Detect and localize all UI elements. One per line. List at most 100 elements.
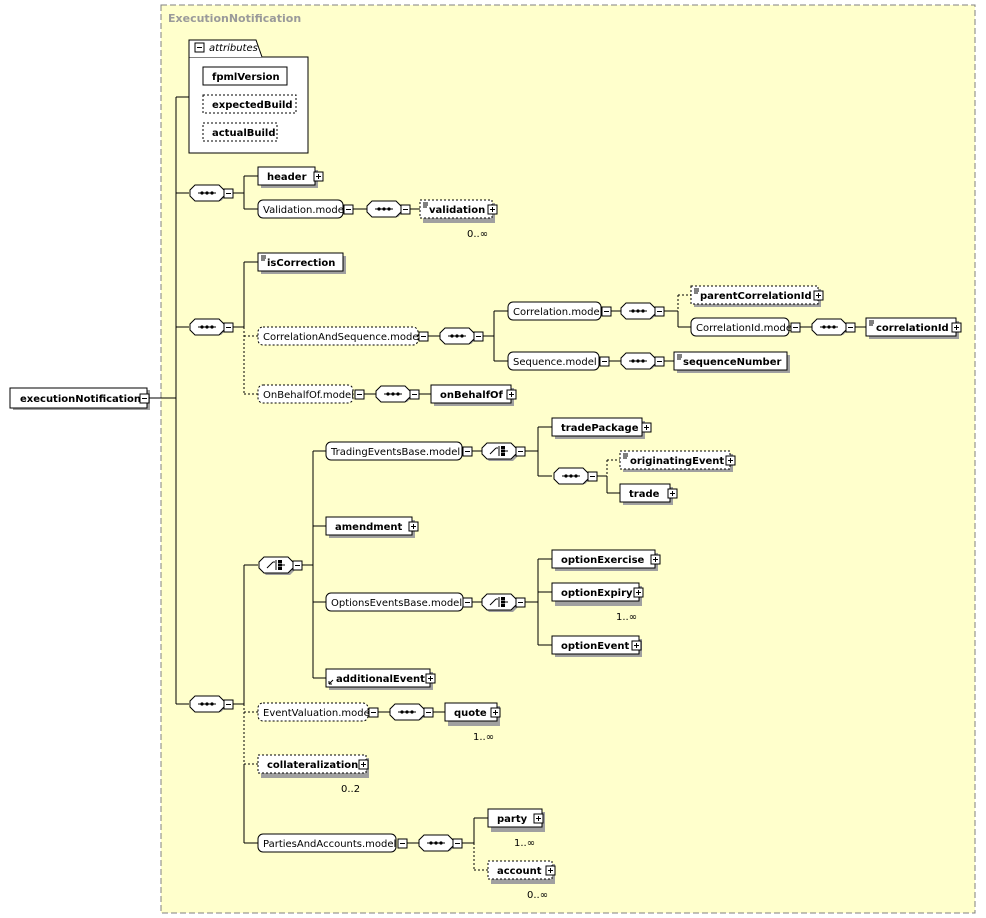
svg-text:trade: trade — [629, 489, 660, 500]
sequence-icon — [439, 327, 476, 345]
collapse-icon[interactable] — [400, 204, 411, 215]
svg-text:account: account — [497, 866, 542, 877]
cardinality: 0..∞ — [527, 890, 548, 901]
collapse-icon[interactable] — [368, 707, 379, 718]
collapse-icon[interactable] — [292, 560, 303, 571]
collapse-icon[interactable] — [473, 331, 484, 342]
collapse-icon[interactable] — [654, 306, 665, 317]
group-tradingeventsbase-model — [325, 441, 463, 461]
svg-text:CorrelationId.model: CorrelationId.model — [696, 323, 795, 334]
svg-text:EventValuation.model: EventValuation.model — [263, 708, 373, 719]
svg-text:party: party — [497, 814, 528, 825]
expand-icon[interactable] — [425, 673, 436, 684]
svg-text:additionalEvent: additionalEvent — [336, 674, 425, 685]
collapse-icon[interactable] — [515, 446, 526, 457]
expand-icon[interactable] — [408, 521, 419, 532]
expand-icon[interactable] — [951, 322, 962, 333]
attribute-label: expectedBuild — [212, 100, 293, 111]
sequence-icon — [620, 352, 657, 370]
collapse-icon[interactable] — [423, 707, 434, 718]
svg-text:Sequence.model: Sequence.model — [513, 357, 597, 368]
collapse-icon[interactable] — [462, 597, 473, 608]
sequence-icon — [389, 703, 426, 721]
expand-icon[interactable] — [633, 587, 644, 598]
sequence-icon — [811, 318, 848, 336]
expand-icon[interactable] — [813, 290, 824, 301]
svg-text:optionEvent: optionEvent — [561, 641, 629, 652]
attribute-label: actualBuild — [212, 128, 276, 139]
attributes-header: attributes — [209, 43, 258, 54]
element-originatingevent — [619, 450, 731, 470]
cardinality: 0..∞ — [467, 229, 488, 240]
svg-text:onBehalfOf: onBehalfOf — [440, 390, 504, 401]
root-collapse-icon[interactable] — [139, 393, 150, 404]
svg-text:PartiesAndAccounts.model: PartiesAndAccounts.model — [263, 839, 396, 850]
svg-text:amendment: amendment — [335, 522, 403, 533]
svg-text:sequenceNumber: sequenceNumber — [683, 357, 781, 368]
expand-icon[interactable] — [641, 422, 652, 433]
svg-text:OnBehalfOf.model: OnBehalfOf.model — [263, 390, 354, 401]
expand-icon[interactable] — [533, 813, 544, 824]
cardinality: 1..∞ — [473, 732, 494, 743]
sequence-icon — [366, 200, 403, 218]
collapse-icon[interactable] — [599, 356, 610, 367]
collapse-icon[interactable] — [790, 322, 801, 333]
svg-text:isCorrection: isCorrection — [267, 258, 335, 269]
svg-text:collateralization: collateralization — [267, 760, 358, 771]
choice-icon — [481, 442, 519, 462]
expand-icon[interactable] — [313, 171, 324, 182]
collapse-icon[interactable] — [223, 699, 234, 710]
expand-icon[interactable] — [545, 865, 556, 876]
attributes-collapse-icon[interactable] — [194, 42, 205, 53]
collapse-icon[interactable] — [462, 446, 473, 457]
sequence-icon — [189, 695, 226, 713]
attribute-expectedbuild — [202, 94, 297, 114]
collapse-icon[interactable] — [343, 204, 354, 215]
group-correlationandsequence-model — [257, 326, 419, 346]
svg-text:header: header — [267, 172, 307, 183]
element-iscorrection — [257, 252, 344, 272]
group-correlationid-model — [690, 317, 790, 337]
collapse-icon[interactable] — [409, 389, 420, 400]
collapse-icon[interactable] — [601, 306, 612, 317]
group-validation-model — [257, 199, 344, 219]
group-correlation-model — [507, 301, 602, 321]
svg-text:validation: validation — [429, 205, 485, 216]
collapse-icon[interactable] — [654, 356, 665, 367]
svg-text:tradePackage: tradePackage — [561, 423, 639, 434]
group-sequence-model — [507, 351, 600, 371]
collapse-icon[interactable] — [418, 331, 429, 342]
cardinality: 1..∞ — [616, 612, 637, 623]
expand-icon[interactable] — [490, 707, 501, 718]
root-element-label: executionNotification — [20, 394, 141, 405]
choice-icon — [258, 556, 296, 576]
type-title: ExecutionNotification — [168, 12, 301, 25]
expand-icon[interactable] — [631, 640, 642, 651]
attribute-fpmlversion — [202, 66, 288, 86]
attribute-actualbuild — [202, 122, 278, 142]
expand-icon[interactable] — [487, 204, 498, 215]
collapse-icon[interactable] — [223, 322, 234, 333]
element-sequencenumber — [673, 351, 788, 371]
sequence-icon — [418, 834, 455, 852]
collapse-icon[interactable] — [845, 322, 856, 333]
expand-icon[interactable] — [358, 759, 369, 770]
sequence-icon — [189, 318, 226, 336]
collapse-icon[interactable] — [587, 471, 598, 482]
svg-text:quote: quote — [454, 708, 487, 719]
svg-text:correlationId: correlationId — [876, 323, 949, 334]
svg-text:Correlation.model: Correlation.model — [513, 307, 602, 318]
collapse-icon[interactable] — [515, 597, 526, 608]
expand-icon[interactable] — [667, 488, 678, 499]
cardinality: 0..2 — [341, 784, 360, 795]
collapse-icon[interactable] — [223, 188, 234, 199]
collapse-icon[interactable] — [452, 838, 463, 849]
expand-icon[interactable] — [725, 455, 736, 466]
attribute-label: fpmlVersion — [212, 72, 280, 83]
expand-icon[interactable] — [506, 389, 517, 400]
expand-icon[interactable] — [650, 554, 661, 565]
collapse-icon[interactable] — [397, 838, 408, 849]
collapse-icon[interactable] — [354, 389, 365, 400]
sequence-icon — [620, 302, 657, 320]
